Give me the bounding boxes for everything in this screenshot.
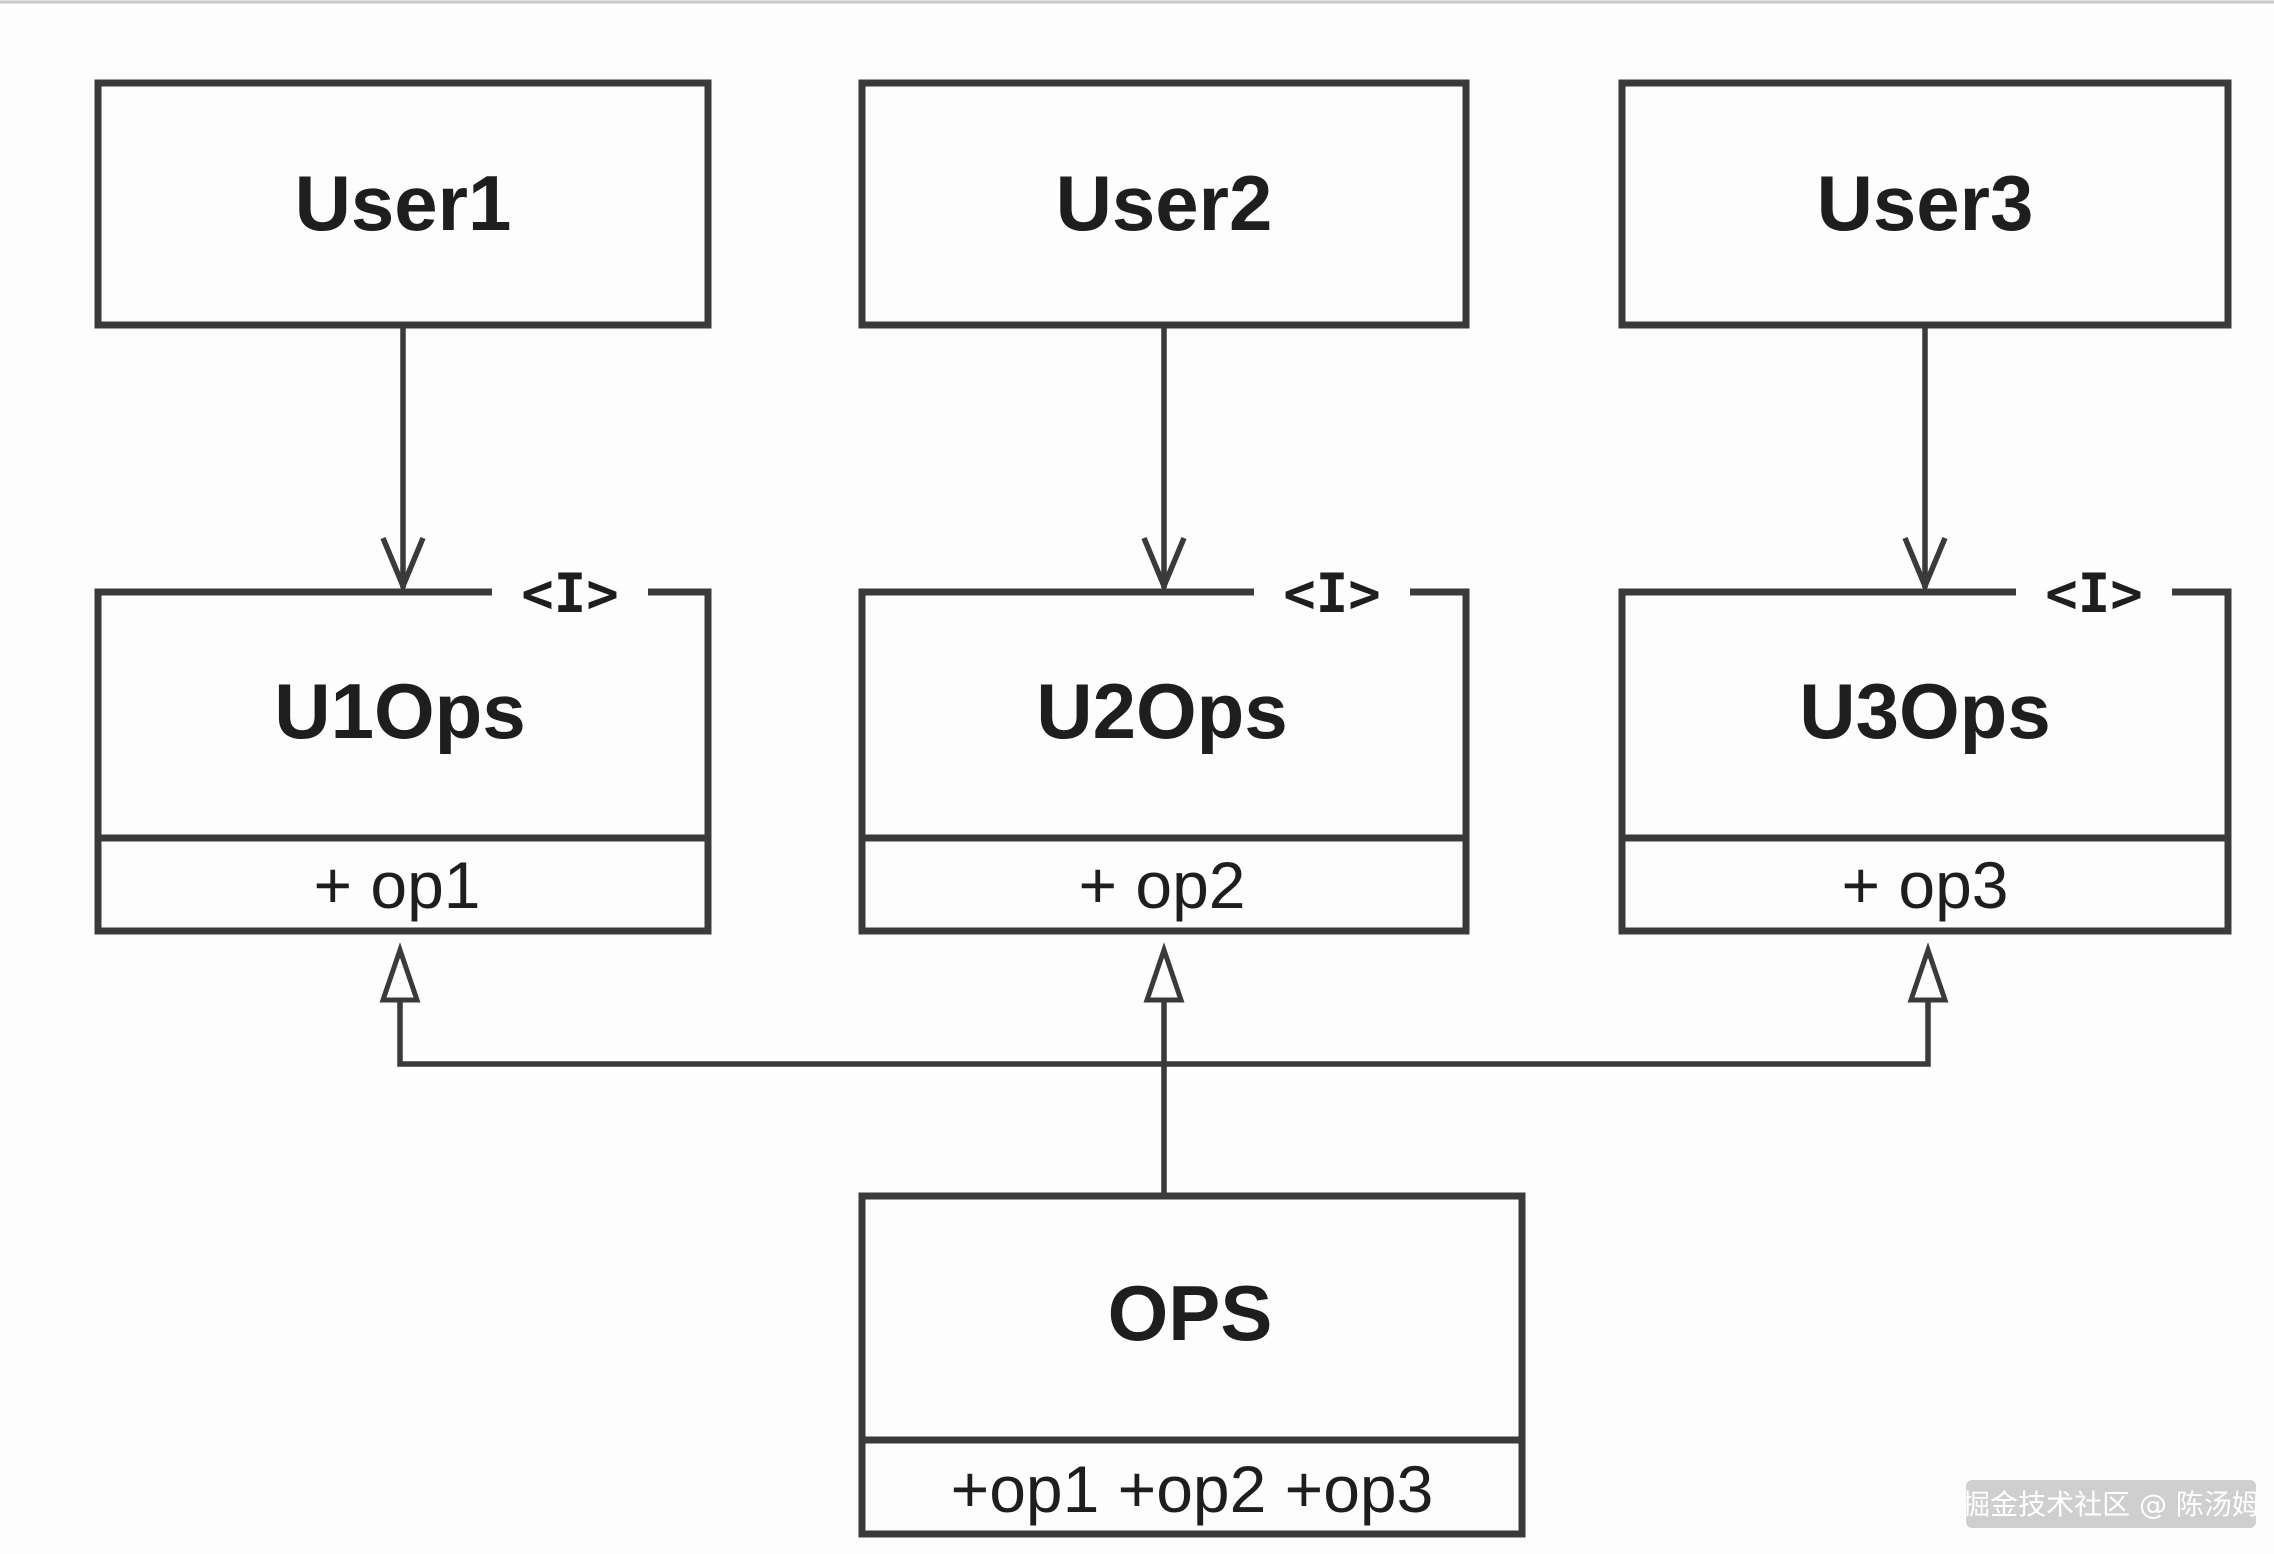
stereotype-gap bbox=[492, 568, 648, 616]
class-user3: User3 bbox=[1618, 79, 2232, 329]
open-arrowhead bbox=[380, 536, 426, 594]
user1-label: User1 bbox=[295, 159, 512, 247]
u3ops-label: U3Ops bbox=[1799, 667, 2050, 755]
ops-box bbox=[858, 1192, 1526, 1538]
dependency-user1-u1ops bbox=[380, 328, 426, 594]
interface-u2ops: <I> U2Ops + op2 bbox=[858, 562, 1470, 935]
user1-box bbox=[94, 79, 712, 329]
u1ops-stereotype: <I> bbox=[521, 562, 619, 625]
interface-u1ops: <I> U1Ops + op1 bbox=[94, 562, 712, 935]
u1ops-operation: + op1 bbox=[314, 848, 481, 922]
dependency-user3-u3ops bbox=[1902, 328, 1948, 594]
u3ops-operation: + op3 bbox=[1842, 848, 2009, 922]
class-ops: OPS +op1 +op2 +op3 bbox=[858, 1192, 1526, 1538]
user3-label: User3 bbox=[1817, 159, 2034, 247]
u2ops-box bbox=[858, 588, 1470, 935]
interface-u3ops: <I> U3Ops + op3 bbox=[1618, 562, 2232, 935]
u1ops-label: U1Ops bbox=[274, 667, 525, 755]
open-arrowhead bbox=[1902, 536, 1948, 594]
ops-operations: +op1 +op2 +op3 bbox=[951, 1452, 1434, 1526]
u2ops-label: U2Ops bbox=[1036, 667, 1287, 755]
user2-box bbox=[858, 79, 1470, 329]
realization-triangle-u1ops bbox=[379, 942, 421, 1003]
dependency-user2-u2ops bbox=[1141, 328, 1187, 594]
u2ops-stereotype: <I> bbox=[1283, 562, 1381, 625]
realization-triangle-u2ops bbox=[1143, 942, 1185, 1003]
class-user2: User2 bbox=[858, 79, 1470, 329]
open-arrowhead bbox=[1141, 536, 1187, 594]
watermark: 掘金技术社区 @ 陈汤姆 bbox=[1962, 1480, 2260, 1528]
watermark-text: 掘金技术社区 @ 陈汤姆 bbox=[1962, 1488, 2260, 1521]
u3ops-stereotype: <I> bbox=[2045, 562, 2143, 625]
stereotype-gap bbox=[1254, 568, 1410, 616]
user3-box bbox=[1618, 79, 2232, 329]
class-user1: User1 bbox=[94, 79, 712, 329]
u1ops-box bbox=[94, 588, 712, 935]
stereotype-gap bbox=[2016, 568, 2172, 616]
user2-label: User2 bbox=[1056, 159, 1273, 247]
realization-lines bbox=[379, 942, 1949, 1195]
u3ops-box bbox=[1618, 588, 2232, 935]
realization-triangle-u3ops bbox=[1907, 942, 1949, 1003]
u2ops-operation: + op2 bbox=[1079, 848, 1246, 922]
ops-label: OPS bbox=[1108, 1269, 1273, 1357]
watermark-background bbox=[1966, 1480, 2256, 1528]
